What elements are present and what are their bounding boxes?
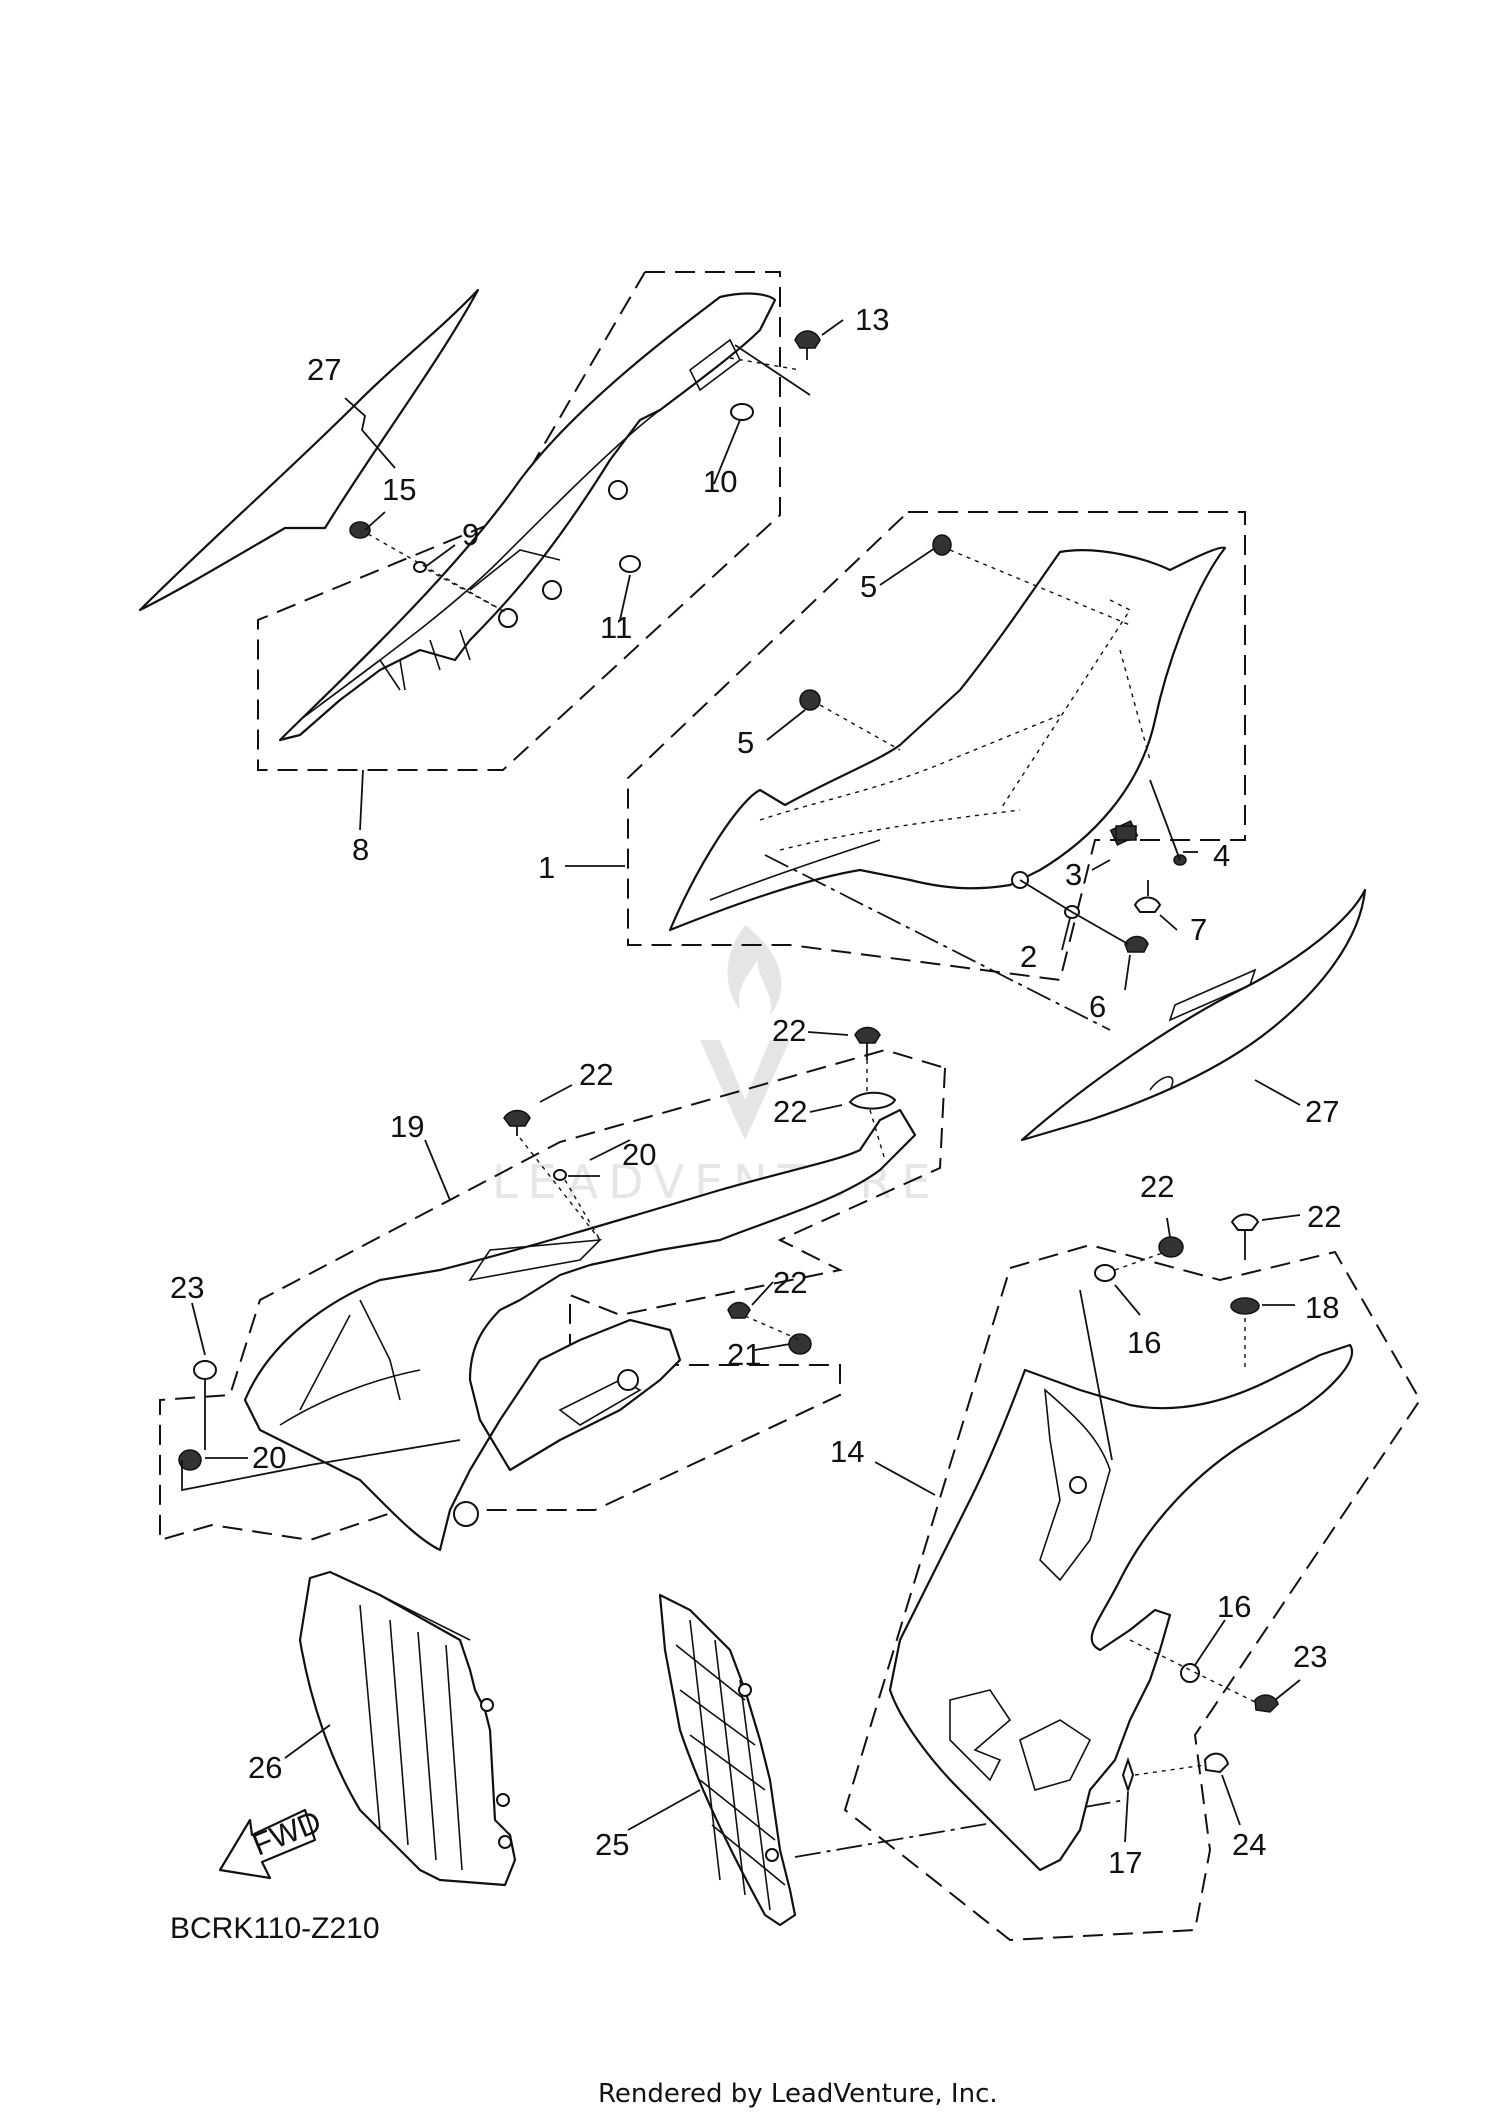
callout-25: 26: [248, 1750, 282, 1785]
part-17-plate[interactable]: [1230, 1297, 1260, 1315]
part-10-grommet[interactable]: [730, 403, 754, 421]
part-18-shroud[interactable]: [243, 1108, 917, 1552]
callout-22-e: 22: [1307, 1199, 1341, 1234]
callout-6: 6: [1089, 989, 1106, 1024]
callout-1: 1: [538, 850, 555, 885]
part-27-decal[interactable]: [138, 288, 480, 612]
group-18-boundary: [159, 1048, 947, 1542]
callout-16-lower: 17: [1108, 1845, 1142, 1880]
callout-7: 7: [1190, 912, 1207, 947]
callout-5-lower: 5: [737, 725, 754, 760]
part-11-grommet[interactable]: [619, 555, 641, 573]
callout-14: 14: [830, 1434, 864, 1469]
part-15-collar[interactable]: [1094, 1264, 1116, 1282]
callout-8: 8: [352, 832, 369, 867]
part-16-collar-lower[interactable]: [1121, 1756, 1135, 1794]
part-12-nut[interactable]: [349, 521, 371, 539]
leadventure-flame-logo: [700, 925, 790, 1140]
assembly-line-1-26: [764, 854, 1111, 1031]
part-24-radiator-grille[interactable]: [658, 1593, 797, 1927]
callout-24: 25: [595, 1827, 629, 1862]
part-22-bolt-e[interactable]: [1230, 1213, 1260, 1261]
part-5-grommet-lower[interactable]: [799, 689, 821, 711]
part-16-collar-upper[interactable]: [1180, 1663, 1200, 1683]
part-22-bolt-f[interactable]: [1254, 1694, 1279, 1713]
part-3-clip[interactable]: [1115, 825, 1137, 841]
callout-2: 2: [1020, 939, 1037, 974]
group-14-boundary: [843, 1243, 1422, 1942]
part-19-collar[interactable]: [553, 1169, 567, 1181]
callout-12: 15: [382, 472, 416, 507]
assembly-line-24-14: [794, 1799, 1126, 1858]
callout-20-right: 21: [727, 1337, 761, 1372]
callout-4: 4: [1213, 838, 1230, 873]
part-6-bolt[interactable]: [1124, 935, 1149, 953]
callout-26: 27: [1305, 1094, 1339, 1129]
callout-18: 19: [390, 1109, 424, 1144]
part-26-decal[interactable]: [1020, 888, 1367, 1142]
part-14-shroud[interactable]: [888, 1343, 1353, 1872]
callout-22-a: 22: [772, 1013, 806, 1048]
part-22-bolt-c[interactable]: [727, 1301, 751, 1319]
callout-10: 10: [703, 464, 737, 499]
part-8-side-cover[interactable]: [278, 292, 777, 742]
callout-23-left: 23: [170, 1270, 204, 1305]
part-25-radiator-guard[interactable]: [298, 1570, 517, 1887]
callout-11: 11: [600, 610, 632, 645]
part-9-collar[interactable]: [413, 561, 427, 573]
diagram-code: BCRK110-Z210: [170, 1912, 380, 1945]
part-7-bolt[interactable]: [1133, 880, 1162, 913]
part-22-bolt-a[interactable]: [503, 1109, 531, 1137]
group-1-boundary: [627, 511, 1246, 982]
callout-27: 27: [307, 352, 341, 387]
callout-20-left: 20: [252, 1440, 286, 1475]
fwd-arrow: FWD: [218, 1804, 327, 1880]
part-21-plate[interactable]: [848, 1091, 897, 1110]
part-23-clip-left[interactable]: [193, 1360, 217, 1380]
part-22-bolt-b[interactable]: [854, 1026, 881, 1061]
part-20-grommet-right[interactable]: [788, 1333, 812, 1355]
part-13-screw[interactable]: [794, 330, 821, 360]
callout-22-f: 23: [1293, 1639, 1327, 1674]
callout-21: 22: [773, 1094, 807, 1129]
part-20-grommet-left[interactable]: [178, 1449, 202, 1471]
callout-13: 13: [855, 302, 889, 337]
callout-19: 20: [622, 1137, 656, 1172]
callout-9: 9: [462, 517, 479, 552]
part-5-grommet-upper[interactable]: [932, 534, 952, 556]
callout-23-right: 24: [1232, 1827, 1266, 1862]
callout-22-c: 22: [773, 1265, 807, 1300]
fwd-label: FWD: [248, 1804, 327, 1863]
callout-3: 3: [1065, 857, 1082, 892]
footer-credit: Rendered by LeadVenture, Inc.: [598, 2079, 998, 2109]
callout-22-b: 22: [579, 1057, 613, 1092]
callout-22-d: 22: [1140, 1169, 1174, 1204]
callout-15: 16: [1127, 1325, 1161, 1360]
callout-16-upper: 16: [1217, 1589, 1251, 1624]
callout-17: 18: [1305, 1290, 1339, 1325]
callout-leaders: [191, 319, 1301, 1843]
callout-numbers: 27 15 9 11 10 13 8 1 5 5 4 3 2 6 7 27 22…: [170, 302, 1341, 1880]
callout-5-upper: 5: [860, 569, 877, 604]
part-23-clip-right[interactable]: [1203, 1752, 1230, 1774]
group-8-boundary: [257, 271, 781, 771]
part-22-bolt-d[interactable]: [1158, 1236, 1184, 1258]
